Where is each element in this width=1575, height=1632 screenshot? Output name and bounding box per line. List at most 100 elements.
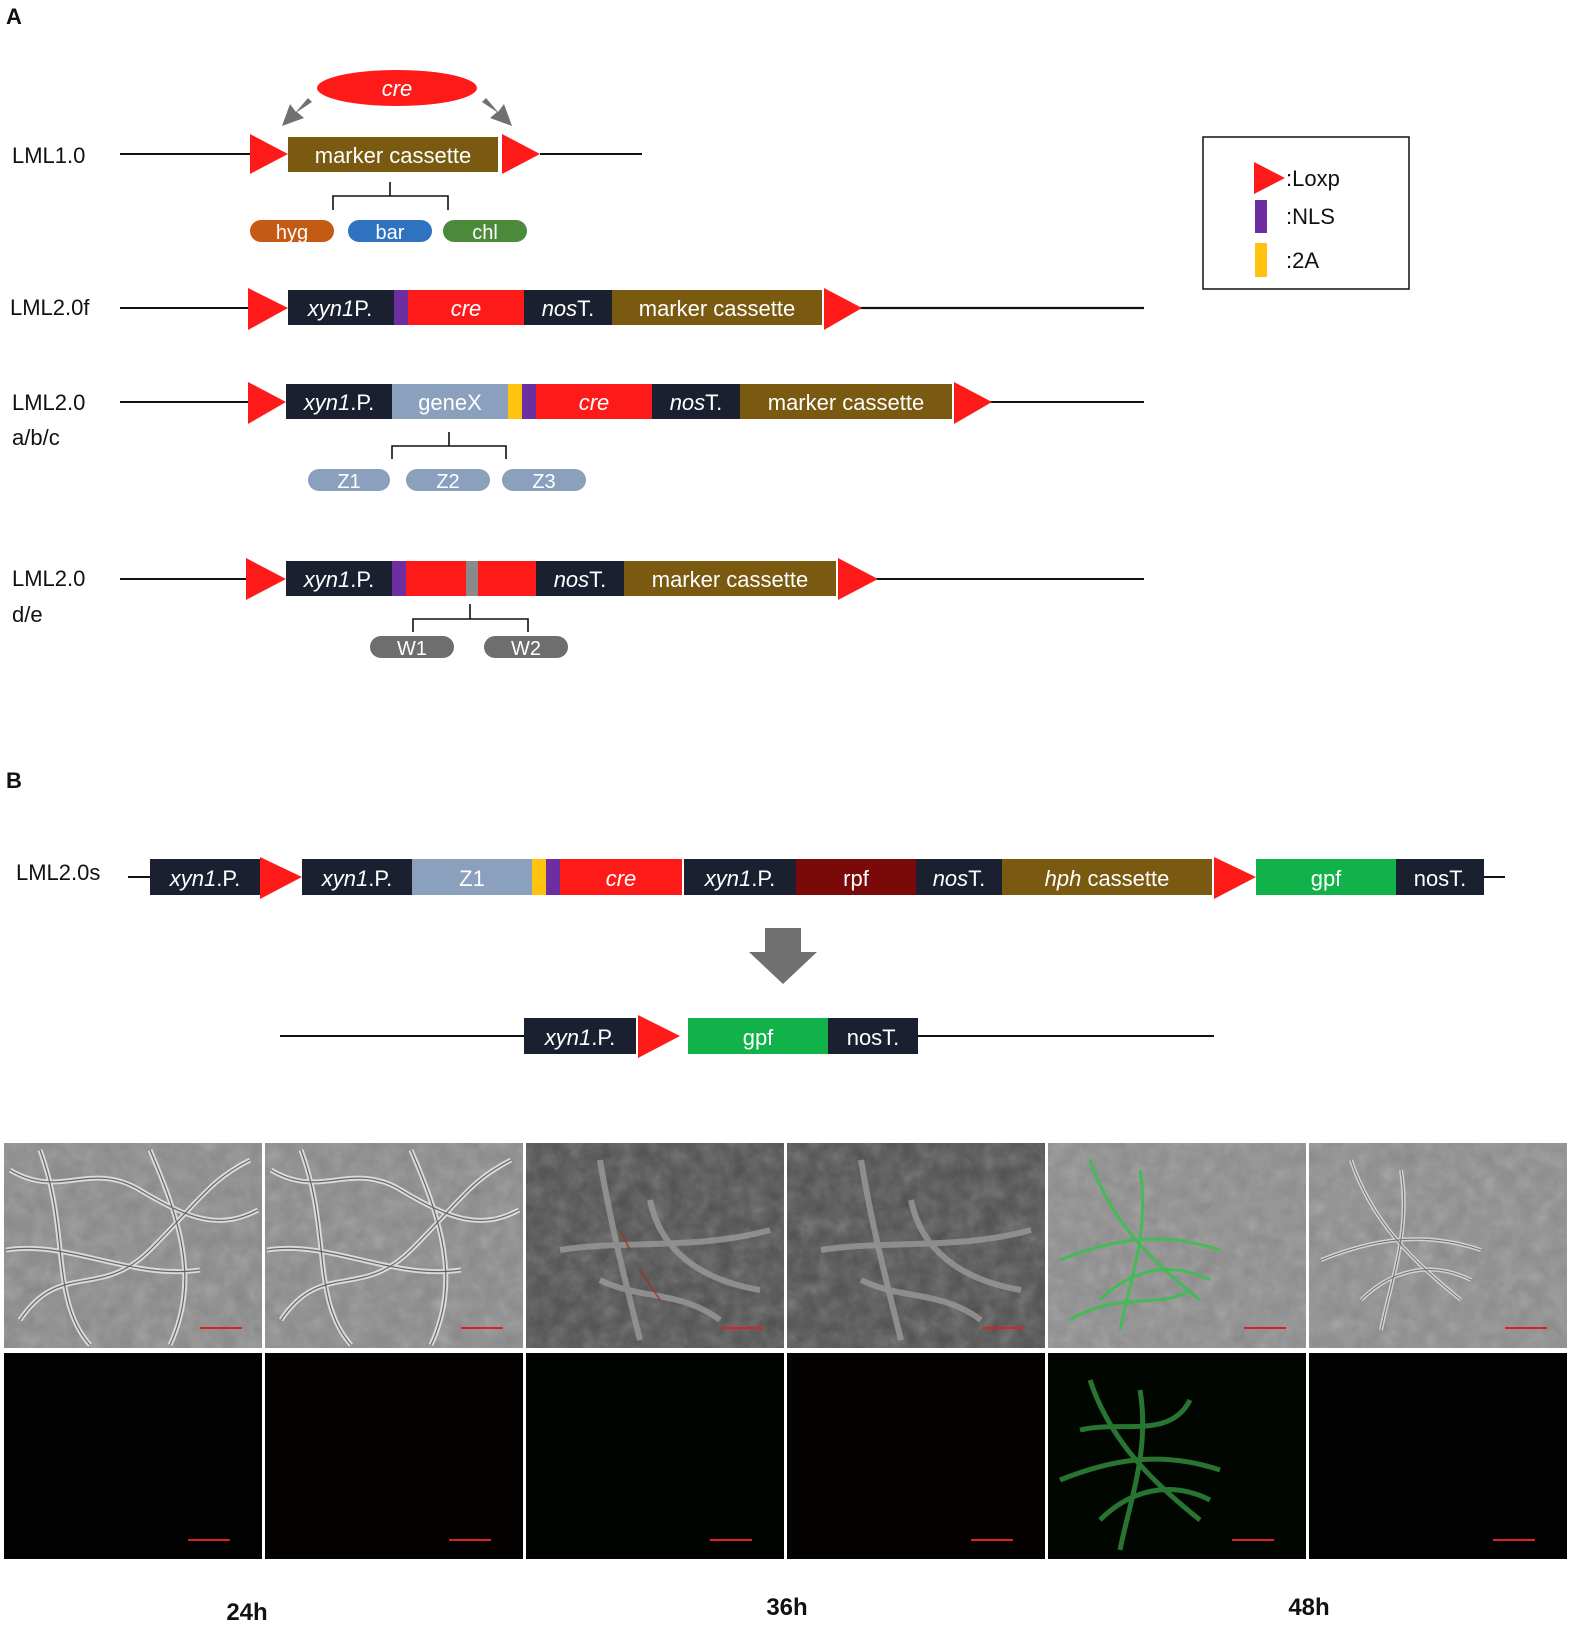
variant-z1-label: Z1 (337, 471, 360, 493)
marker-cassette-label: marker cassette (639, 296, 796, 321)
genex-segment (392, 384, 508, 419)
legend-2a-icon (1255, 243, 1267, 277)
marker-cassette-segment (740, 384, 952, 419)
variant-pill-w2 (484, 636, 568, 658)
marker-cassette-label: marker cassette (315, 143, 472, 168)
lml20abc-label-line1: LML2.0 (12, 390, 85, 415)
variant-pill-z2 (406, 469, 490, 491)
loxp-left-icon (250, 134, 288, 174)
cre-c-segment (478, 561, 536, 596)
promoter-label: xyn1.P. (303, 567, 375, 592)
cre-label: cre (382, 76, 413, 101)
variant-pill-z3 (502, 469, 586, 491)
promoter-label: xyn1.P. (169, 866, 241, 891)
gpf-label: gpf (1311, 866, 1342, 891)
legend-nls-label: :NLS (1286, 204, 1335, 229)
micrograph-48h-b (1309, 1143, 1567, 1348)
timepoint-36h: 36h (766, 1594, 807, 1621)
marker-hyg-label: hyg (276, 222, 308, 244)
cre-recombinase (317, 70, 477, 106)
nost-segment (828, 1018, 918, 1054)
cre-label: cre (451, 296, 482, 321)
promoter-label: xyn1.P. (303, 390, 375, 415)
variant-w1-label: W1 (397, 638, 427, 660)
cre-label: cre (579, 390, 610, 415)
micrograph-36h-b (787, 1143, 1045, 1348)
lml20de-label-line1: LML2.0 (12, 566, 85, 591)
cut-arrow-left-icon (282, 98, 312, 126)
fluorescence-48h-a (1048, 1353, 1306, 1559)
microscopy-grid (4, 1143, 1567, 1559)
legend-loxp-icon (1254, 162, 1285, 194)
cre-label: cre (606, 866, 637, 891)
loxp-icon (638, 1015, 680, 1058)
nost-label: nosT. (847, 1025, 900, 1050)
fluorescence-24h-a (4, 1353, 262, 1559)
lml20de-label-line2: d/e (12, 602, 43, 627)
marker-pill-chl (443, 220, 527, 242)
lml20s-construct: LML2.0s xyn1.P. xyn1.P. Z1 cre xyn1.P. r… (16, 857, 1505, 899)
variant-z3-label: Z3 (532, 471, 555, 493)
marker-pill-hyg (250, 220, 334, 242)
promoter3-segment (684, 859, 796, 895)
micrograph-24h-b (265, 1143, 523, 1348)
cre-segment (408, 290, 524, 325)
marker-bracket (332, 182, 449, 210)
gpf-label: gpf (743, 1025, 774, 1050)
rpf-segment (796, 859, 916, 895)
terminator-label: nosT. (670, 390, 723, 415)
variant-pill-z1 (308, 469, 390, 491)
fluorescence-24h-b (265, 1353, 523, 1559)
legend-loxp-label: :Loxp (1286, 166, 1340, 191)
loxp-right-icon (838, 558, 878, 600)
promoter-segment (524, 1018, 636, 1054)
2a-segment (508, 384, 522, 419)
loxp-left-icon (248, 382, 286, 424)
promoter-segment (286, 561, 392, 596)
micrograph-24h-a (4, 1143, 262, 1348)
split-linker-segment (466, 561, 478, 596)
terminator-segment (916, 859, 1002, 895)
marker-cassette-segment (624, 561, 836, 596)
lml20abc-label-line2: a/b/c (12, 425, 60, 450)
loxp-right-icon (502, 134, 540, 174)
loxp-right-icon (1214, 857, 1256, 899)
panel-b-label: B (6, 768, 22, 793)
micrograph-48h-a (1048, 1143, 1306, 1348)
genex-label: geneX (418, 390, 482, 415)
nost-label: nosT. (1414, 866, 1467, 891)
excised-construct: xyn1.P. gpf nosT. (280, 1015, 1214, 1058)
promoter-segment (286, 384, 392, 419)
promoter-segment (288, 290, 394, 325)
promoter-segment (150, 859, 260, 895)
gpf-segment (1256, 859, 1396, 895)
marker-chl-label: chl (472, 222, 498, 244)
micrograph-36h-a (526, 1143, 784, 1348)
promoter2-segment (302, 859, 412, 895)
loxp-left-icon (246, 558, 286, 600)
nls-segment (522, 384, 536, 419)
z1-label: Z1 (459, 866, 485, 891)
2a-segment (532, 859, 546, 895)
lml20f-construct: LML2.0f xyn1P. cre nosT. marker cassette (10, 288, 1144, 330)
nls-segment (392, 561, 406, 596)
lml10-construct: LML1.0 cre marker cassette hyg bar chl (12, 70, 642, 244)
nls-segment (546, 859, 560, 895)
z1-segment (412, 859, 532, 895)
legend-2a-label: :2A (1286, 248, 1319, 273)
legend: :Loxp :NLS :2A (1202, 136, 1410, 290)
gpf-segment (688, 1018, 828, 1054)
terminator-segment (652, 384, 740, 419)
marker-bar-label: bar (376, 222, 405, 244)
hph-cassette-label: hph cassette (1045, 866, 1170, 891)
split-bracket (412, 604, 529, 632)
fluorescence-48h-b (1309, 1353, 1567, 1559)
variant-z2-label: Z2 (436, 471, 459, 493)
fluorescence-36h-a (526, 1353, 784, 1559)
promoter-label: xyn1.P. (544, 1025, 616, 1050)
cre-segment (560, 859, 682, 895)
fluorescence-36h-b (787, 1353, 1045, 1559)
lml20f-label: LML2.0f (10, 295, 90, 320)
marker-cassette-label: marker cassette (768, 390, 925, 415)
cre-segment (536, 384, 652, 419)
